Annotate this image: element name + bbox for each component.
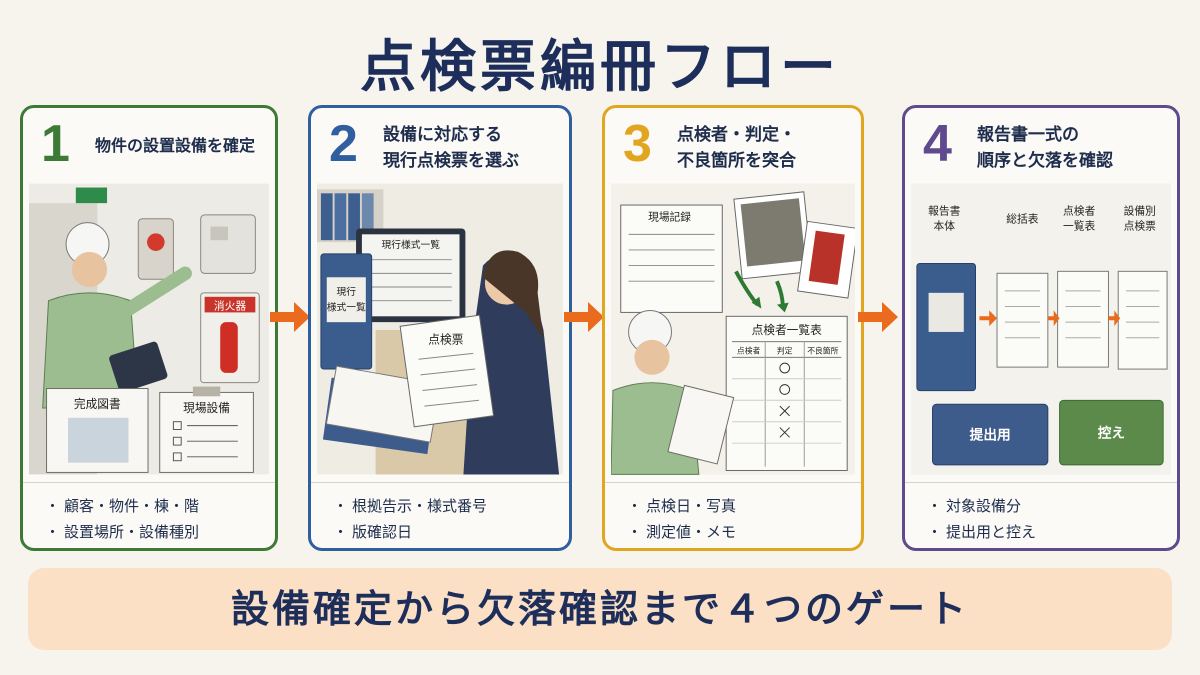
doc1-label-line-1: 報告書: [928, 205, 961, 218]
step-4-heading-line-1: 報告書一式の: [977, 125, 1079, 145]
step-3-heading: 点検者・判定・ 不良箇所を突合: [677, 122, 796, 175]
step-1-bullet-2: 設置場所・設備種別: [45, 519, 275, 545]
step-4-bullet-1: 対象設備分: [927, 493, 1177, 519]
step-2-heading-line-2: 現行点検票を選ぶ: [383, 151, 519, 172]
step-4-heading-line-2: 順序と欠落を確認: [977, 151, 1113, 172]
step-3-number: 3: [623, 115, 652, 173]
clipboard-icon: [667, 384, 735, 465]
arrow-small-icon: [1108, 310, 1121, 327]
binder-label-line-2: 様式一覧: [327, 300, 366, 313]
col-defect: 不良箇所: [807, 345, 838, 355]
copy-label: 控え: [1098, 424, 1125, 441]
step-2-header: 2 設備に対応する 現行点検票を選ぶ: [311, 108, 569, 178]
circle-mark-icon: [779, 362, 791, 374]
step-card-4: 4 報告書一式の 順序と欠落を確認 報告書 本体 総括表 点検者 一覧表 設備別…: [902, 105, 1180, 551]
step-1-header: 1 物件の設置設備を確定: [23, 108, 275, 178]
col-judgement: 判定: [777, 345, 793, 355]
step-2-bullet-1: 根拠告示・様式番号: [333, 493, 569, 519]
step-3-header: 3 点検者・判定・ 不良箇所を突合: [605, 108, 861, 178]
step-4-bullet-2: 提出用と控え: [927, 519, 1177, 545]
tablet-icon: [109, 341, 168, 393]
step-4-header: 4 報告書一式の 順序と欠落を確認: [905, 108, 1177, 178]
clipboard-label: 現場設備: [183, 401, 230, 415]
step-card-3: 3 点検者・判定・ 不良箇所を突合 現場記録 点検者一覧表 点検者 判定 不良箇…: [602, 105, 864, 551]
equipment-sheets: [1117, 270, 1168, 370]
alarm-button-icon: [147, 233, 165, 251]
step-4-bullets: 対象設備分 提出用と控え: [905, 482, 1177, 548]
arrow-right-icon: [858, 302, 898, 332]
circle-mark-icon: [779, 384, 791, 395]
step-2-bullet-2: 版確認日: [333, 519, 569, 545]
step-1-heading: 物件の設置設備を確定: [95, 136, 256, 155]
step-3-heading-line-2: 不良箇所を突合: [677, 151, 796, 172]
cross-mark-icon: [779, 405, 790, 417]
field-record-label: 現場記録: [648, 211, 691, 224]
exit-sign-icon: [75, 187, 108, 204]
inspector-list-label: 点検者一覧表: [752, 323, 823, 337]
doc3-label-line-2: 一覧表: [1063, 219, 1096, 232]
inspector-list-sheet: [725, 315, 848, 472]
arrow-right-icon: [270, 302, 310, 332]
inspection-sheet: [399, 314, 495, 428]
step-4-heading: 報告書一式の 順序と欠落を確認: [977, 122, 1113, 175]
arrow-small-icon: [1047, 310, 1060, 327]
submit-book: [932, 403, 1049, 466]
cross-mark-icon: [779, 427, 790, 438]
extinguisher-label: 消火器: [214, 299, 246, 312]
step-4-illustration: 報告書 本体 総括表 点検者 一覧表 設備別 点検票 提出用 控え: [911, 183, 1171, 475]
step-card-2: 2 設備に対応する 現行点検票を選ぶ 現行様式一覧 現行 様式一覧 点検票 根拠…: [308, 105, 572, 551]
binder-label-line-1: 現行: [337, 285, 357, 298]
control-panel-icon: [200, 214, 256, 274]
clipboard-icon: [159, 391, 254, 473]
inspector-list-sheet: [1057, 270, 1109, 368]
step-card-1: 1 物件の設置設備を確定 消火器 完成図書 現場設備 顧客・物件・棟・階 設置場…: [20, 105, 278, 551]
step-3-illustration: 現場記録 点検者一覧表 点検者 判定 不良箇所: [611, 183, 855, 475]
doc4-label-line-2: 点検票: [1124, 219, 1157, 232]
summary-sheet: [996, 272, 1049, 368]
doc2-label: 総括表: [1006, 212, 1039, 225]
screen-label: 現行様式一覧: [381, 238, 440, 251]
submit-label: 提出用: [970, 426, 1011, 443]
drawing-book-label: 完成図書: [74, 397, 121, 411]
field-record-sheet: [620, 204, 723, 313]
step-1-illustration: 消火器 完成図書 現場設備: [29, 183, 269, 475]
step-1-bullets: 顧客・物件・棟・階 設置場所・設備種別: [23, 482, 275, 548]
step-1-bullet-1: 顧客・物件・棟・階: [45, 493, 275, 519]
col-inspector: 点検者: [737, 345, 761, 355]
summary-banner: 設備確定から欠落確認まで４つのゲート: [28, 568, 1172, 650]
step-1-number: 1: [41, 115, 70, 173]
page-title: 点検票編冊フロー: [360, 35, 840, 100]
doc4-label-line-1: 設備別: [1124, 205, 1156, 218]
doc1-label-line-2: 本体: [933, 219, 955, 232]
copy-book: [1059, 399, 1164, 466]
step-3-bullet-2: 測定値・メモ: [627, 519, 861, 545]
fire-extinguisher-icon: [220, 322, 238, 373]
step-3-bullet-1: 点検日・写真: [627, 493, 861, 519]
doc3-label-line-1: 点検者: [1063, 205, 1096, 218]
step-2-heading-line-1: 設備に対応する: [383, 125, 502, 145]
step-2-number: 2: [329, 115, 358, 173]
step-2-heading: 設備に対応する 現行点検票を選ぶ: [383, 122, 519, 175]
step-3-heading-line-1: 点検者・判定・: [677, 125, 796, 145]
sheet-label: 点検票: [428, 333, 463, 347]
step-2-illustration: 現行様式一覧 現行 様式一覧 点検票: [317, 183, 563, 475]
step-3-bullets: 点検日・写真 測定値・メモ: [605, 482, 861, 548]
arrow-small-icon: [979, 310, 998, 327]
step-4-number: 4: [923, 115, 952, 173]
arrow-right-icon: [564, 302, 604, 332]
step-2-bullets: 根拠告示・様式番号 版確認日: [311, 482, 569, 548]
